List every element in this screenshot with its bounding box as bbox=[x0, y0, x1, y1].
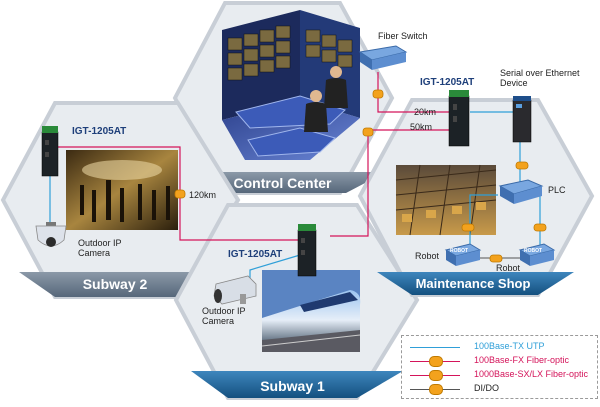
serial-device-label: Serial over Ethernet Device bbox=[500, 68, 580, 89]
igt-subway2-device bbox=[41, 126, 59, 177]
device-label-igt-subway2: IGT-1205AT bbox=[72, 126, 127, 137]
plc-label: PLC bbox=[548, 185, 566, 195]
distance-20km: 20km bbox=[414, 107, 437, 117]
legend-row-sx: 1000Base-SX/LX Fiber-optic bbox=[410, 368, 595, 382]
robot-label-right: Robot bbox=[496, 263, 521, 273]
zone-label-control-center: Control Center bbox=[233, 175, 332, 191]
legend-badge-sx bbox=[429, 370, 443, 381]
station-image bbox=[66, 150, 178, 230]
device-label-igt-control: IGT-1205AT bbox=[420, 77, 475, 88]
legend-row-fx: 100Base-FX Fiber-optic bbox=[410, 354, 595, 368]
legend-text-utp: 100Base-TX UTP bbox=[474, 341, 545, 351]
serial-device bbox=[512, 96, 532, 143]
legend-badge-fx bbox=[429, 356, 443, 367]
robot-box-text-2: ROBOT bbox=[524, 248, 543, 254]
plc-device bbox=[498, 179, 544, 204]
legend-row-dido: DI/DO bbox=[410, 382, 595, 396]
legend-badge-dido bbox=[429, 384, 443, 395]
hex-subway-1 bbox=[173, 203, 420, 400]
igt-control-device bbox=[448, 90, 470, 147]
robot-right bbox=[518, 243, 556, 266]
dome-camera bbox=[35, 222, 67, 247]
zone-label-subway-2: Subway 2 bbox=[82, 276, 148, 292]
fiber-switch-device bbox=[358, 45, 408, 70]
robot-box-text-1: ROBOT bbox=[450, 248, 469, 254]
legend-text-fx: 100Base-FX Fiber-optic bbox=[474, 355, 570, 365]
distance-120km: 120km bbox=[189, 190, 217, 200]
zone-label-subway-1: Subway 1 bbox=[260, 378, 325, 394]
legend-text-dido: DI/DO bbox=[474, 383, 500, 393]
legend-line-utp bbox=[410, 347, 460, 348]
device-label-igt-subway1: IGT-1205AT bbox=[228, 249, 283, 260]
control-room-image bbox=[222, 10, 360, 160]
link-badges bbox=[174, 89, 547, 263]
fiber-switch-label: Fiber Switch bbox=[378, 31, 428, 41]
camera-label-subway2: Outdoor IP Camera bbox=[78, 238, 122, 259]
robot-left bbox=[444, 243, 482, 266]
zone-label-maintenance-shop: Maintenance Shop bbox=[415, 276, 531, 291]
legend: 100Base-TX UTP 100Base-FX Fiber-optic 10… bbox=[401, 335, 598, 399]
distance-50km: 50km bbox=[410, 122, 433, 132]
bullet-camera bbox=[213, 275, 257, 305]
legend-row-utp: 100Base-TX UTP bbox=[410, 340, 595, 354]
hex-subway-2 bbox=[0, 101, 241, 299]
camera-label-subway1: Outdoor IP Camera bbox=[202, 306, 246, 327]
train-image bbox=[261, 270, 361, 352]
warehouse-image bbox=[395, 164, 497, 236]
hex-control-center bbox=[172, 1, 395, 195]
igt-subway1-device bbox=[297, 224, 317, 277]
hex-maintenance-shop bbox=[357, 98, 595, 297]
robot-label-left: Robot bbox=[415, 251, 440, 261]
legend-text-sx: 1000Base-SX/LX Fiber-optic bbox=[474, 369, 589, 379]
